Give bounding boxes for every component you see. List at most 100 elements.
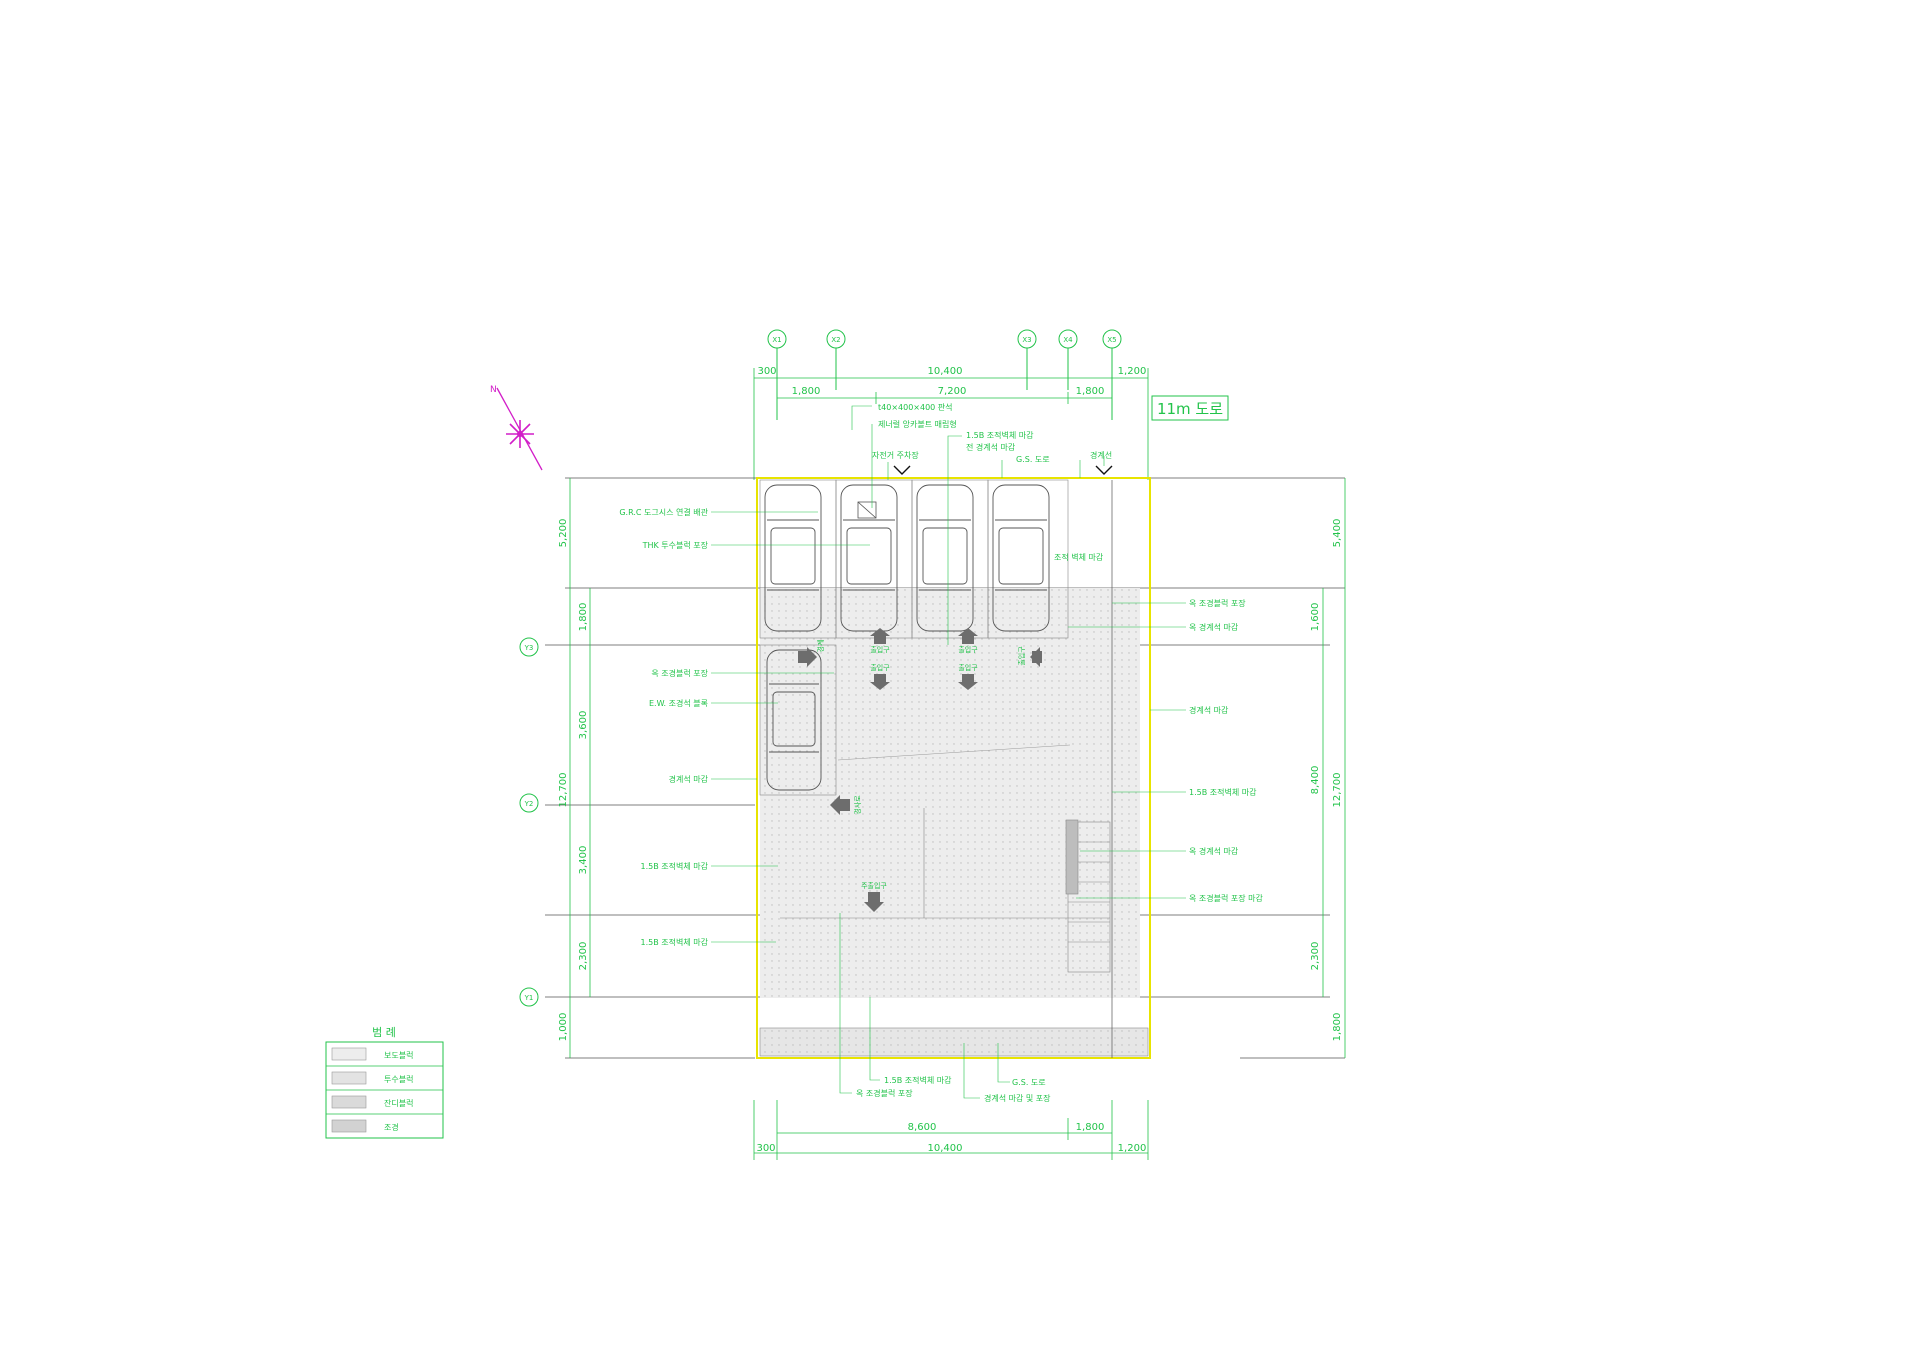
dimension-lines-bottom [753, 1100, 1149, 1160]
site-note: 경사로 [853, 795, 862, 815]
car [764, 484, 822, 632]
dimension-text: 2,300 [1310, 942, 1321, 971]
axis-label: X2 [831, 336, 840, 344]
legend-item: 조경 [384, 1122, 399, 1132]
dimension-text: 5,400 [1332, 519, 1343, 548]
legend-swatch [331, 1047, 367, 1061]
legend-swatch [331, 1119, 367, 1133]
dimension-lines-left [569, 478, 591, 1058]
dimension-text: 10,400 [928, 366, 963, 377]
leader-note: 옥 조경블럭 포장 마감 [1189, 893, 1264, 903]
dimension-text: 1,600 [1310, 603, 1321, 632]
dimension-text: 2,300 [578, 942, 589, 971]
car [766, 649, 822, 791]
axis-label: X4 [1063, 336, 1073, 344]
dimension-text: 7,200 [938, 386, 967, 397]
legend-item: 잔디블럭 [384, 1098, 413, 1108]
leader-note: 옥 경계석 마감 [1189, 622, 1239, 632]
leader-note: 경계석 마감 및 포장 [984, 1093, 1051, 1103]
legend-swatch [331, 1095, 367, 1109]
dimension-text: 5,200 [558, 519, 569, 548]
leader-note: 1.5B 조적벽체 마감 [641, 937, 709, 947]
site-notes: 출입구 출입구 출입구 출입구 출입구 경사로 주출입구 경계 [816, 640, 1026, 890]
legend-swatch [331, 1071, 367, 1085]
leader-note: G.S. 도로 [1012, 1078, 1046, 1087]
dimension-text: 12,700 [1332, 773, 1343, 808]
dimension-text: 1,800 [1076, 1122, 1105, 1133]
entry-arrows [798, 628, 1042, 912]
road-label-box: 11m 도로 [1151, 395, 1229, 421]
site-note: 출입구 [958, 663, 978, 672]
section-markers [893, 465, 1113, 475]
leader-note: 옥 경계석 마감 [1189, 846, 1239, 856]
dimension-lines-top [753, 368, 1149, 480]
leader-note: THK 투수블럭 포장 [642, 540, 709, 550]
bicycle-marker [857, 501, 877, 519]
north-arrow: N [490, 385, 543, 471]
dimension-text: 1,800 [1332, 1013, 1343, 1042]
site-note: 경계 [816, 640, 825, 653]
axis-bubbles-left [519, 637, 539, 1007]
leader-note: 1.5B 조적벽체 마감 [641, 861, 709, 871]
dimension-text: 1,800 [792, 386, 821, 397]
site-note: 출입구 [870, 645, 890, 654]
axis-label: X5 [1107, 336, 1116, 344]
leader-note: G.R.C 도그시스 연결 배관 [619, 507, 708, 517]
leader-note: 옥 조경블럭 포장 [651, 668, 708, 678]
car [916, 484, 974, 632]
dimension-text: 1,200 [1118, 366, 1147, 377]
dimension-lines-right [1322, 478, 1346, 1058]
leader-note: E.W. 조경석 블록 [649, 698, 708, 708]
axis-label: Y3 [524, 644, 534, 652]
leader-note: 전 경계석 마감 [966, 442, 1016, 452]
axis-label: Y2 [524, 800, 534, 808]
axis-label: X1 [772, 336, 781, 344]
car [840, 484, 898, 632]
leader-note: 제너럴 앙카볼트 매립형 [878, 419, 957, 429]
site-note: 출입구 [870, 663, 890, 672]
dimension-text: 1,200 [1118, 1143, 1147, 1154]
leader-note: 1.5B 조적벽체 마감 [966, 430, 1034, 440]
legend-item: 보도블럭 [384, 1050, 413, 1060]
car [992, 484, 1050, 632]
leader-notes: t40×400×400 판석 제너럴 앙카볼트 매립형 1.5B 조적벽체 마감… [619, 402, 1263, 1103]
dimension-text: 1,800 [1076, 386, 1105, 397]
site-note: 출입구 [958, 645, 978, 654]
dimension-texts-top: 300 10,400 1,200 1,800 7,200 1,800 [757, 366, 1146, 397]
dimension-text: 1,800 [578, 603, 589, 632]
dimension-text: 10,400 [928, 1143, 963, 1154]
leader-lines [711, 405, 1186, 1099]
axis-labels-top: X1 X2 X3 X4 X5 [772, 336, 1116, 344]
site-note: 출입구 [1017, 646, 1026, 666]
leader-note: G.S. 도로 [1016, 455, 1050, 464]
dimension-text: 3,600 [578, 711, 589, 740]
site-boundary [756, 477, 1151, 1059]
leader-note: 경계선 [1090, 450, 1112, 460]
dimension-text: 300 [756, 1143, 775, 1154]
axis-label: Y1 [524, 994, 534, 1002]
parking-bays [759, 479, 1069, 796]
leader-note: 자전거 주차장 [872, 450, 919, 460]
dimension-text: 8,600 [908, 1122, 937, 1133]
road-label: 11m 도로 [1157, 400, 1223, 418]
dimension-text: 12,700 [558, 773, 569, 808]
leader-note: t40×400×400 판석 [878, 402, 953, 412]
leader-note: 경계석 마감 [1189, 705, 1229, 715]
ramp-stair [1065, 819, 1111, 973]
dimension-text: 300 [757, 366, 776, 377]
leader-note: 1.5B 조적벽체 마감 [884, 1075, 952, 1085]
dimension-text: 3,400 [578, 846, 589, 875]
dimension-texts-bottom: 8,600 1,800 300 10,400 1,200 [756, 1122, 1146, 1154]
legend-item: 투수블럭 [384, 1074, 413, 1084]
legend: 범 례 보도블럭 투수블럭 잔디블럭 조경 [325, 1026, 444, 1139]
north-label: N [490, 385, 497, 395]
site-note: 주출입구 [861, 881, 887, 890]
legend-title: 범 례 [372, 1026, 396, 1039]
leader-note: 1.5B 조적벽체 마감 [1189, 787, 1257, 797]
leader-note: 옥 조경블럭 포장 [856, 1088, 913, 1098]
leader-note: 경계석 마감 [669, 774, 709, 784]
dimension-texts-left: 5,200 12,700 1,000 1,800 3,600 3,400 2,3… [558, 519, 589, 1042]
axis-bubbles-top [767, 329, 1122, 420]
axis-label: X3 [1022, 336, 1031, 344]
